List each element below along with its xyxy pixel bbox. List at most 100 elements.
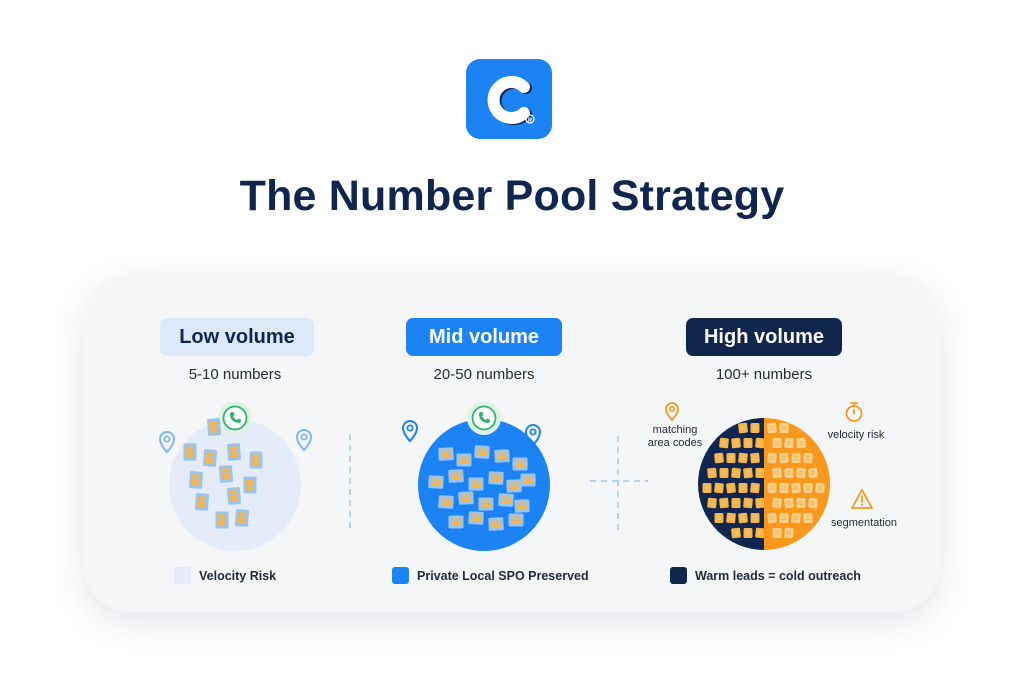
sim-chip-icon xyxy=(772,438,782,448)
sim-chip-icon xyxy=(791,453,801,463)
sim-chip-icon xyxy=(428,475,444,489)
low-volume-pool-circle xyxy=(169,419,301,551)
low-volume-badge: Low volume xyxy=(160,318,314,356)
sim-chip-group xyxy=(767,422,825,539)
svg-text:R: R xyxy=(528,117,532,123)
sim-chip-icon xyxy=(498,493,514,507)
sim-chip-icon xyxy=(772,467,782,479)
sim-chip-icon xyxy=(707,467,717,479)
sim-chip-icon xyxy=(203,449,217,467)
sim-chip-icon xyxy=(808,467,818,479)
velocity-risk-label: velocity risk xyxy=(827,429,885,441)
sim-chip-icon xyxy=(808,497,818,509)
sim-chip-icon xyxy=(488,517,504,531)
sim-chip-icon xyxy=(512,457,528,471)
sim-chip-icon xyxy=(779,482,789,494)
sim-chip-icon xyxy=(488,471,504,485)
sim-chip-icon xyxy=(755,437,764,449)
sim-chip-icon xyxy=(520,473,536,487)
low-volume-legend: Velocity Risk xyxy=(174,567,276,584)
high-volume-badge: High volume xyxy=(686,318,842,356)
high-volume-column: High volume 100+ numbers matching area c… xyxy=(648,274,940,612)
sim-chip-icon xyxy=(755,497,764,509)
phone-shield-icon xyxy=(467,401,501,435)
map-pin-icon xyxy=(295,428,313,452)
sim-chip-icon xyxy=(803,512,813,524)
mid-volume-column: Mid volume 20-50 numbers Private Local S… xyxy=(374,274,634,612)
sim-chip-icon xyxy=(738,512,748,524)
sim-chip-icon xyxy=(767,452,777,464)
low-volume-graphic xyxy=(158,401,313,551)
high-volume-count: 100+ numbers xyxy=(715,366,813,383)
sim-chip-icon xyxy=(726,453,736,463)
sim-chip-icon xyxy=(207,418,221,436)
low-volume-column: Low volume 5-10 numbers Velocity Risk xyxy=(84,274,374,612)
map-pin-icon xyxy=(665,402,679,422)
sim-chip-icon xyxy=(791,482,801,494)
sim-chip-icon xyxy=(183,443,197,461)
sim-chip-icon xyxy=(438,495,454,509)
brand-logo: R xyxy=(466,59,552,139)
mid-volume-legend: Private Local SPO Preserved xyxy=(392,567,589,584)
sim-chip-icon xyxy=(755,527,764,539)
map-pin-icon xyxy=(158,430,176,454)
high-volume-legend: Warm leads = cold outreach xyxy=(670,567,861,584)
low-volume-count: 5-10 numbers xyxy=(188,366,282,383)
sim-chip-icon xyxy=(714,482,724,494)
column-divider xyxy=(349,434,351,532)
mid-volume-label: Mid volume xyxy=(428,325,539,348)
sim-chip-icon xyxy=(772,497,782,509)
high-volume-graphic xyxy=(698,418,830,550)
sim-chip-icon xyxy=(743,497,753,509)
sim-chip-icon xyxy=(478,497,494,511)
sim-chip-icon xyxy=(784,437,794,449)
sim-chip-icon xyxy=(714,452,724,464)
matching-area-codes-label: matching area codes xyxy=(647,424,703,449)
sim-chip-icon xyxy=(719,497,729,509)
map-pin-icon xyxy=(524,423,542,447)
sim-chip-icon xyxy=(731,527,741,539)
sim-chip-icon xyxy=(227,443,241,461)
sim-chip-icon xyxy=(438,447,454,461)
sim-chip-icon xyxy=(738,422,748,434)
sim-chip-icon xyxy=(189,471,203,489)
sim-chip-icon xyxy=(508,513,524,527)
sim-chip-icon xyxy=(714,513,724,523)
sim-chip-icon xyxy=(468,477,484,491)
mid-volume-legend-label: Private Local SPO Preserved xyxy=(417,568,589,583)
sim-chip-icon xyxy=(738,483,748,493)
sim-chip-icon xyxy=(803,483,813,493)
sim-chip-icon xyxy=(719,468,729,478)
sim-chip-icon xyxy=(743,438,753,448)
sim-chip-icon xyxy=(803,452,813,464)
column-divider xyxy=(590,436,648,532)
phone-shield-icon xyxy=(218,401,252,435)
page-title: The Number Pool Strategy xyxy=(239,172,785,220)
low-volume-legend-label: Velocity Risk xyxy=(199,568,277,583)
sim-chip-icon xyxy=(772,528,782,538)
warning-icon xyxy=(851,489,873,509)
sim-chip-icon xyxy=(215,511,229,529)
stopwatch-icon xyxy=(845,402,863,422)
sim-chip-icon xyxy=(726,512,736,524)
sim-chip-icon xyxy=(743,528,753,538)
sim-chip-group xyxy=(183,418,263,529)
sim-chip-icon xyxy=(750,452,760,464)
sim-chip-icon xyxy=(243,476,257,494)
map-pin-icon xyxy=(401,419,419,443)
sim-chip-icon xyxy=(743,467,753,479)
sim-chip-group xyxy=(428,445,536,531)
sim-chip-icon xyxy=(731,498,741,508)
sim-chip-icon xyxy=(448,515,464,529)
mid-volume-count: 20-50 numbers xyxy=(433,366,535,383)
sim-chip-icon xyxy=(719,437,729,449)
sim-chip-icon xyxy=(731,437,741,449)
sim-chip-icon xyxy=(815,482,825,494)
sim-chip-icon xyxy=(474,445,490,459)
sim-chip-icon xyxy=(494,449,510,463)
sim-chip-icon xyxy=(702,483,712,493)
brand-c-logo-icon: R xyxy=(487,76,535,125)
sim-chip-icon xyxy=(227,487,241,505)
sim-chip-icon xyxy=(784,468,794,478)
sim-chip-icon xyxy=(784,527,794,539)
